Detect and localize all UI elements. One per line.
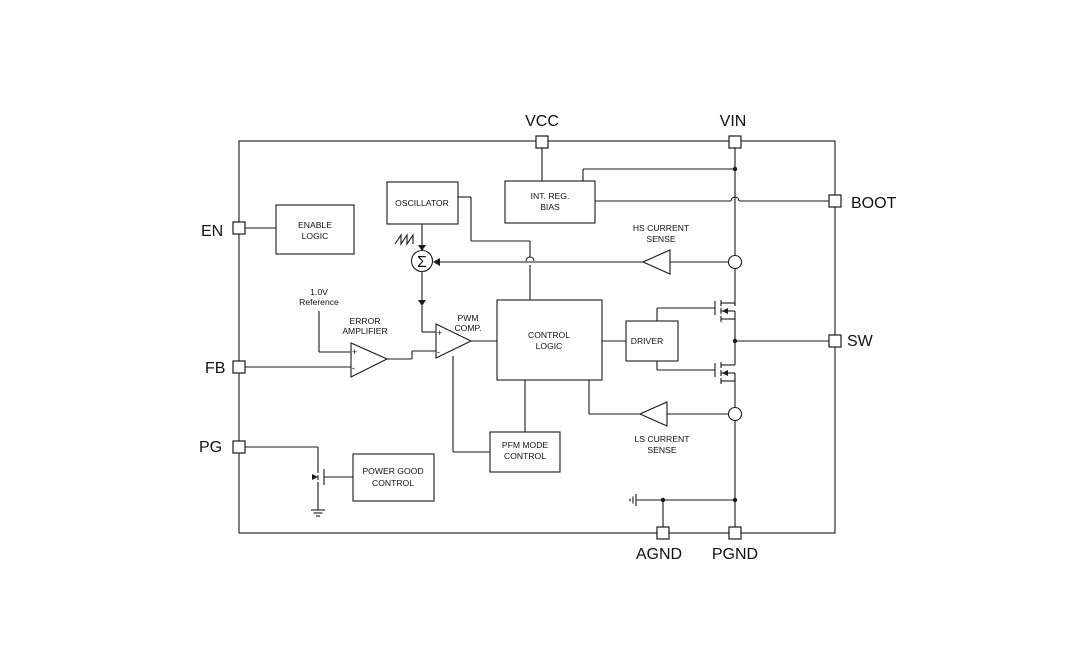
sawtooth-icon (394, 233, 414, 246)
pwm-comp-plus: + (437, 328, 442, 338)
oscillator-label: OSCILLATOR (395, 198, 449, 208)
agnd-pin-label: AGND (636, 546, 682, 563)
summing-junction (410, 249, 434, 273)
pgnd-pin-label: PGND (712, 546, 758, 563)
int-reg-label-1: INT. REG. (531, 191, 570, 201)
hs-current-sense-label-1: HS CURRENT (633, 223, 690, 233)
error-amp-plus: + (352, 347, 357, 357)
pwm-comp-label-1: PWM (457, 313, 478, 323)
power-good-mosfet (312, 468, 325, 486)
pwm-comp-minus: - (437, 347, 440, 357)
pgnd-pin (728, 526, 742, 540)
boot-pin-label: BOOT (851, 195, 897, 212)
agnd-pin (656, 526, 670, 540)
ls-current-sense-label-1: LS CURRENT (635, 434, 691, 444)
control-logic-block (496, 299, 603, 381)
control-logic-label-2: LOGIC (536, 341, 563, 351)
power-good-label-1: POWER GOOD (362, 466, 423, 476)
en-pin (232, 221, 246, 235)
pfm-label-2: CONTROL (504, 451, 546, 461)
enable-logic-block (275, 204, 355, 255)
pfm-label-1: PFM MODE (502, 440, 549, 450)
vcc-pin-label: VCC (525, 113, 559, 130)
ground-icon (311, 509, 325, 517)
power-good-label-2: CONTROL (372, 478, 414, 488)
control-logic-label-1: CONTROL (528, 330, 570, 340)
vin-pin (728, 135, 742, 149)
ls-current-sense-label-2: SENSE (647, 445, 676, 455)
vin-pin-label: VIN (720, 113, 747, 130)
pwm-comparator-symbol (435, 323, 473, 359)
en-pin-label: EN (201, 223, 223, 240)
fb-pin (232, 360, 246, 374)
int-reg-bias-block (504, 180, 596, 224)
driver-block (625, 320, 679, 362)
power-good-control-block (352, 453, 435, 502)
low-side-mosfet (714, 341, 736, 384)
pfm-mode-control-block (489, 431, 561, 473)
fb-pin-label: FB (205, 360, 225, 377)
sw-pin-label: SW (847, 333, 874, 350)
hs-current-sense-buffer (641, 249, 671, 275)
high-side-mosfet (714, 300, 736, 341)
pwm-comp-label-2: COMP. (454, 323, 481, 333)
reference-label-2: Reference (299, 297, 339, 307)
sigma-symbol: Σ (417, 254, 427, 271)
vcc-pin (535, 135, 549, 149)
hs-current-sense-label-2: SENSE (646, 234, 675, 244)
ls-sense-tap (727, 406, 743, 422)
error-amplifier-label-1: ERROR (349, 316, 380, 326)
driver-label: DRIVER (631, 336, 663, 346)
error-amp-minus: - (352, 363, 355, 373)
reference-label-1: 1.0V (310, 287, 328, 297)
hs-sense-tap (727, 254, 743, 270)
wires (245, 147, 829, 527)
int-reg-label-2: BIAS (540, 202, 560, 212)
oscillator-block (386, 181, 459, 225)
agnd-ground-icon (629, 494, 637, 506)
error-amplifier-symbol (350, 342, 389, 378)
sw-pin (828, 334, 842, 348)
enable-logic-label-1: ENABLE (298, 220, 332, 230)
error-amplifier-label-2: AMPLIFIER (342, 326, 387, 336)
pg-pin-label: PG (199, 439, 222, 456)
pg-pin (232, 440, 246, 454)
ls-current-sense-buffer (638, 401, 668, 427)
boot-pin (828, 194, 842, 208)
enable-logic-label-2: LOGIC (302, 231, 329, 241)
